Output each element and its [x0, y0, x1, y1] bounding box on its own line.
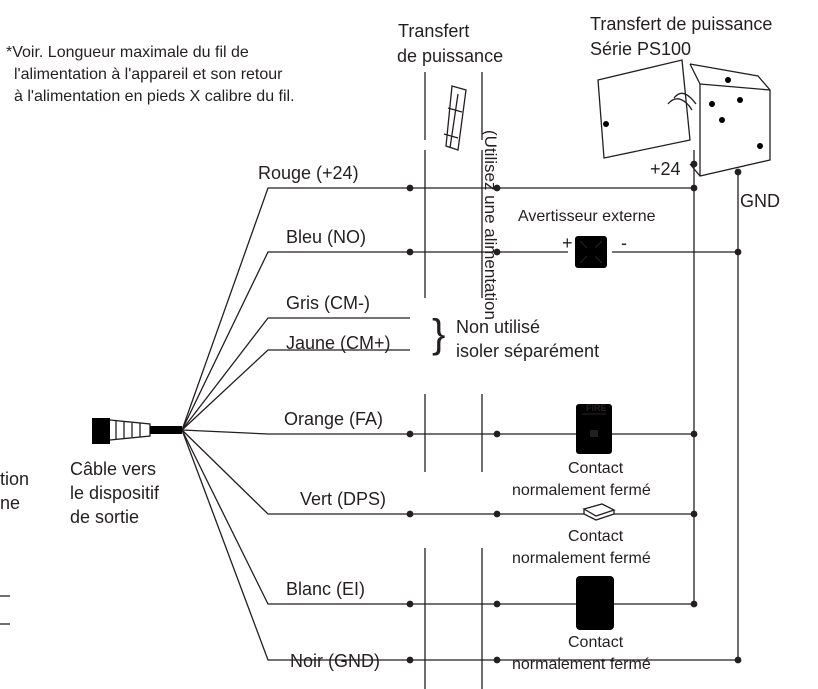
- side-vertical-text: (Utilisez une alimentation: [481, 130, 500, 320]
- dps-contact-2: normalement fermé: [512, 550, 651, 567]
- junction-dots: [406, 160, 742, 664]
- wire-label-bleu: Bleu (NO): [286, 227, 367, 247]
- dps-switch-icon: [582, 503, 616, 521]
- unused-label-1: Non utilisé: [456, 317, 541, 337]
- wire-label-gris: Gris (CM-): [286, 293, 370, 313]
- hinge-icon: [443, 85, 467, 151]
- transfer-subtitle: de puissance: [397, 46, 504, 66]
- horn-title: Avertisseur externe: [518, 208, 656, 225]
- ps100-title: Transfert de puissance: [590, 14, 773, 34]
- transfer-title: Transfert: [398, 21, 470, 41]
- cable-label-2: le dispositif: [70, 483, 160, 503]
- note-line-2: l'alimentation à l'appareil et son retou…: [14, 66, 283, 83]
- ei-contact-2: normalement fermé: [512, 656, 651, 673]
- fire-contact-2: normalement fermé: [512, 482, 651, 499]
- ps100-box-icon: [597, 59, 771, 177]
- note-line-1: *Voir. Longueur maximale du fil de: [6, 44, 249, 61]
- dps-contact-1: Contact: [568, 528, 624, 545]
- unused-brace: }: [432, 312, 446, 356]
- wire-label-noir: Noir (GND): [290, 651, 380, 671]
- fire-contact-1: Contact: [568, 460, 624, 477]
- side-fragment-2: ne: [0, 493, 21, 513]
- wire-label-orange: Orange (FA): [284, 409, 384, 429]
- horn-icon: [575, 236, 607, 268]
- cable-label-3: de sortie: [70, 507, 140, 527]
- note-line-3: à l'alimentation en pieds X calibre du f…: [14, 88, 295, 105]
- power-transfer-rails: [424, 72, 483, 689]
- ei-contact-1: Contact: [568, 634, 624, 651]
- wire-label-vert: Vert (DPS): [300, 489, 387, 509]
- connector-icon: [92, 418, 182, 444]
- wire-label-rouge: Rouge (+24): [258, 163, 359, 183]
- wire-label-blanc: Blanc (EI): [286, 579, 366, 599]
- keypad-icon: [576, 576, 614, 630]
- ps100-series: Série PS100: [590, 39, 692, 59]
- side-fragment-1: tion: [0, 469, 30, 489]
- gnd-label: GND: [740, 191, 780, 211]
- cable-fan: [181, 187, 410, 661]
- fire-badge: FIRE: [586, 403, 607, 413]
- unused-label-2: isoler séparément: [456, 341, 600, 361]
- horn-minus: -: [621, 233, 627, 253]
- plus24-label: +24: [650, 159, 681, 179]
- wire-label-jaune: Jaune (CM+): [286, 333, 391, 353]
- cable-label-1: Câble vers: [70, 459, 157, 479]
- fire-alarm-pull-icon: [576, 404, 612, 454]
- horn-plus: +: [562, 233, 573, 253]
